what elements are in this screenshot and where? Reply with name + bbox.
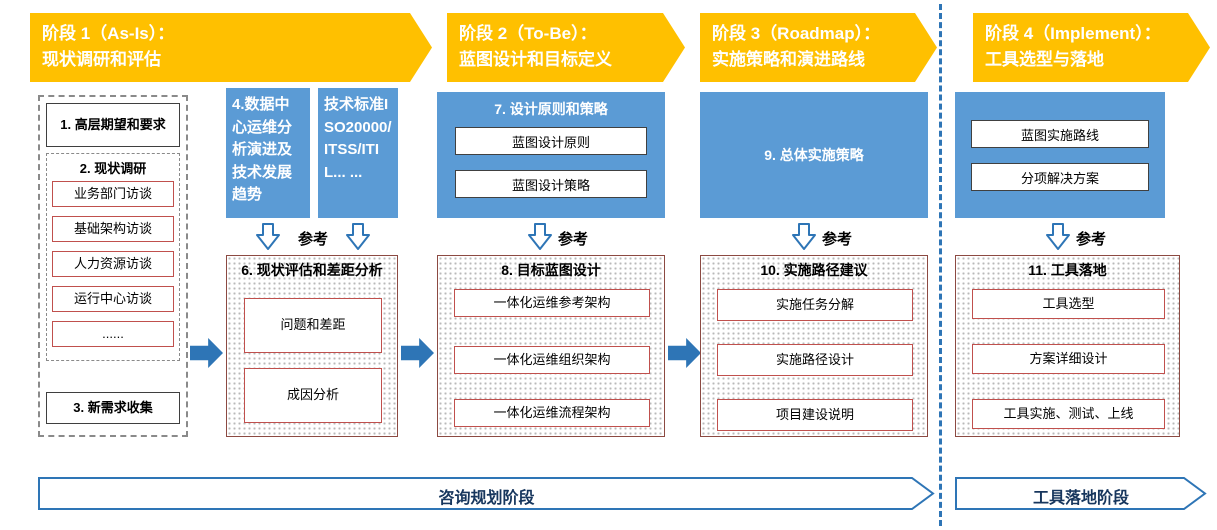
tech-standards-box: 技术标准ISO20000/ITSS/ITIL... ... xyxy=(318,88,398,218)
tool-item-implement-test-launch: 工具实施、测试、上线 xyxy=(972,399,1165,429)
phase-divider-dashed-line xyxy=(939,4,942,526)
path-item-path-design: 实施路径设计 xyxy=(717,344,913,376)
phase-3-banner: 阶段 3（Roadmap）： 实施策略和演进路线 xyxy=(700,13,937,82)
reference-label: 参考 xyxy=(297,231,328,248)
down-arrow-icon xyxy=(256,223,280,250)
reference-label: 参考 xyxy=(1076,231,1107,248)
survey-item-more: ...... xyxy=(52,321,174,347)
gap-analysis-title: 6. 现状评估和差距分析 xyxy=(241,262,383,278)
gap-analysis-box: 6. 现状评估和差距分析 问题和差距 成因分析 xyxy=(226,255,398,437)
implementation-path-box: 10. 实施路径建议 实施任务分解 实施路径设计 项目建设说明 xyxy=(700,255,928,437)
blueprint-item-process-arch: 一体化运维流程架构 xyxy=(454,399,650,427)
blueprint-route-box: 蓝图实施路线 分项解决方案 xyxy=(955,92,1165,218)
design-strategy-item: 蓝图设计策略 xyxy=(455,170,647,198)
tool-item-selection: 工具选型 xyxy=(972,289,1165,319)
target-blueprint-box: 8. 目标蓝图设计 一体化运维参考架构 一体化运维组织架构 一体化运维流程架构 xyxy=(437,255,665,437)
expectations-box: 1. 高层期望和要求 xyxy=(46,103,180,147)
design-principle-item: 蓝图设计原则 xyxy=(455,127,647,155)
blueprint-route-item: 蓝图实施路线 xyxy=(971,120,1149,148)
new-requirements-box: 3. 新需求收集 xyxy=(46,392,180,424)
datacenter-trend-box: 4.数据中心运维分析演进及技术发展趋势 xyxy=(226,88,310,218)
tool-landing-title: 11. 工具落地 xyxy=(1028,262,1107,278)
survey-group-title: 2. 现状调研 xyxy=(79,161,147,176)
design-principles-title: 7. 设计原则和策略 xyxy=(494,101,608,117)
survey-group: 2. 现状调研 业务部门访谈 基础架构访谈 人力资源访谈 运行中心访谈 ....… xyxy=(46,153,180,361)
consulting-phase-arrow xyxy=(38,477,935,510)
overall-strategy-box: 9. 总体实施策略 xyxy=(700,92,928,218)
down-arrow-icon xyxy=(528,223,552,250)
right-arrow-icon xyxy=(668,338,701,368)
right-arrow-icon xyxy=(401,338,434,368)
path-item-task-breakdown: 实施任务分解 xyxy=(717,289,913,321)
implementation-phase-arrow xyxy=(955,477,1207,510)
tool-item-detail-design: 方案详细设计 xyxy=(972,344,1165,374)
blueprint-item-reference-arch: 一体化运维参考架构 xyxy=(454,289,650,317)
down-arrow-icon xyxy=(346,223,370,250)
reference-label: 参考 xyxy=(558,231,589,248)
phase-1-banner: 阶段 1（As-Is）： 现状调研和评估 xyxy=(30,13,432,82)
gap-item-issues: 问题和差距 xyxy=(244,298,382,353)
survey-item-infrastructure: 基础架构访谈 xyxy=(52,216,174,242)
survey-item-hr: 人力资源访谈 xyxy=(52,251,174,277)
tool-landing-box: 11. 工具落地 工具选型 方案详细设计 工具实施、测试、上线 xyxy=(955,255,1180,437)
down-arrow-icon xyxy=(792,223,816,250)
path-item-project-description: 项目建设说明 xyxy=(717,399,913,431)
phase-2-banner: 阶段 2（To-Be）： 蓝图设计和目标定义 xyxy=(447,13,685,82)
right-arrow-icon xyxy=(190,338,223,368)
reference-label: 参考 xyxy=(822,231,853,248)
implementation-path-title: 10. 实施路径建议 xyxy=(760,262,868,278)
gap-item-causes: 成因分析 xyxy=(244,368,382,423)
survey-item-operations: 运行中心访谈 xyxy=(52,286,174,312)
implementation-phase-label: 工具落地阶段 xyxy=(1032,490,1129,507)
down-arrow-icon xyxy=(1046,223,1070,250)
blueprint-item-org-arch: 一体化运维组织架构 xyxy=(454,346,650,374)
target-blueprint-title: 8. 目标蓝图设计 xyxy=(501,262,601,278)
consulting-phase-label: 咨询规划阶段 xyxy=(438,490,535,507)
survey-item-business: 业务部门访谈 xyxy=(52,181,174,207)
design-principles-box: 7. 设计原则和策略 蓝图设计原则 蓝图设计策略 xyxy=(437,92,665,218)
phase-4-banner: 阶段 4（Implement）： 工具选型与落地 xyxy=(973,13,1210,82)
solution-breakdown-item: 分项解决方案 xyxy=(971,163,1149,191)
